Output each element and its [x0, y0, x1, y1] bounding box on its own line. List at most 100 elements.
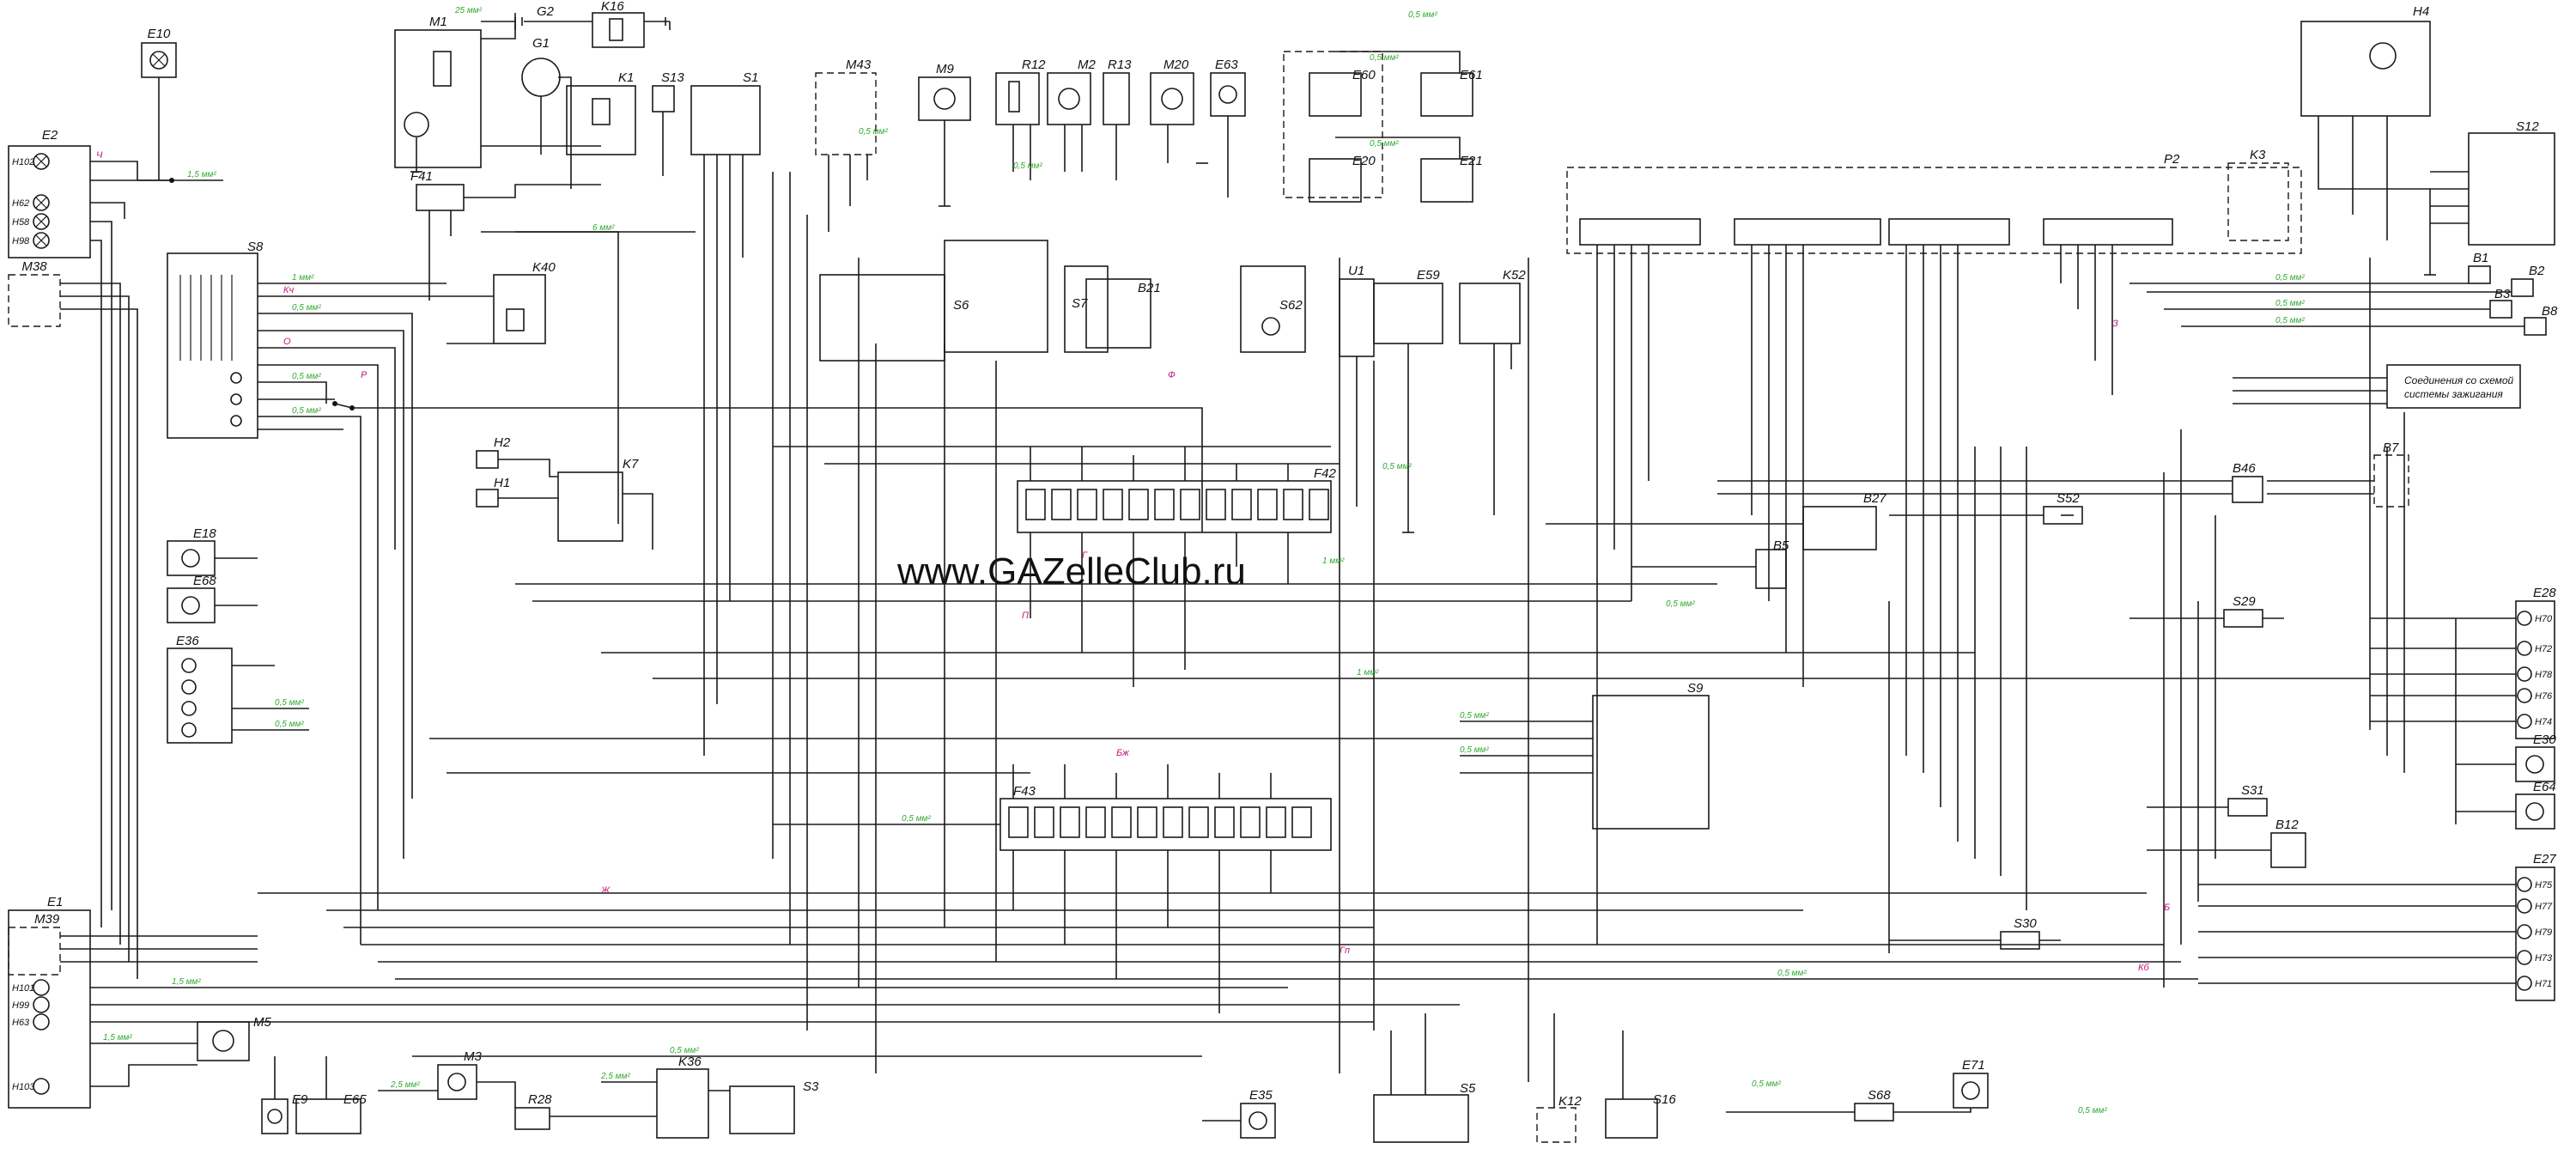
E2-box	[8, 145, 91, 258]
sec-lbl-31: 0,5 мм²	[1408, 10, 1437, 20]
M3-box	[437, 1064, 477, 1100]
label-B21: B21	[1138, 281, 1161, 295]
sec-lbl-25: 0,5 мм²	[1460, 711, 1489, 720]
col-lbl-8: Б	[2164, 903, 2170, 913]
label-B7: B7	[2383, 441, 2399, 455]
sec-lbl-19: 0,5 мм²	[859, 127, 888, 137]
B27-box	[1802, 506, 1877, 550]
col-lbl-10: Гп	[1340, 945, 1350, 956]
col-lbl-13: П	[1022, 611, 1029, 621]
label-G2: G2	[537, 4, 555, 19]
R13-box	[1103, 72, 1130, 125]
H1-box	[476, 489, 499, 508]
sec-lbl-5: 0,5 мм²	[292, 406, 321, 416]
label-E68: E68	[193, 574, 216, 588]
sec-lbl-10: 0,5 мм²	[2275, 316, 2305, 325]
label-B5: B5	[1773, 538, 1789, 553]
label-B2: B2	[2529, 264, 2545, 278]
sec-lbl-21: 0,5 мм²	[1370, 53, 1399, 63]
R28-box	[514, 1107, 550, 1130]
B5-box	[1755, 549, 1787, 589]
col-lbl-9: Ж	[600, 885, 611, 896]
K36-box	[656, 1068, 709, 1139]
sec-lbl-12: 0,5 мм²	[275, 720, 304, 729]
E61-box	[1420, 72, 1473, 117]
M43-box	[815, 72, 877, 155]
label-H70: H70	[2535, 614, 2553, 624]
label-S29: S29	[2233, 594, 2256, 609]
label-S62: S62	[1279, 298, 1303, 313]
label-P2: P2	[2164, 152, 2180, 167]
S8-box	[167, 252, 258, 439]
E28-box	[2515, 600, 2555, 739]
M5-box	[197, 1021, 250, 1061]
label-E60: E60	[1352, 68, 1376, 82]
E1-box	[8, 909, 91, 1109]
E65-box	[295, 1098, 361, 1134]
S30-box	[2000, 931, 2040, 950]
label-M5: M5	[253, 1015, 271, 1030]
label-K3: K3	[2250, 148, 2266, 162]
P2-box	[1566, 167, 2302, 254]
label-E21: E21	[1460, 154, 1483, 168]
label-K16: K16	[601, 0, 624, 14]
label-H63: H63	[12, 1018, 30, 1028]
K1-box	[566, 85, 636, 155]
sec-lbl-9: 0,5 мм²	[2275, 299, 2305, 308]
sec-lbl-29: 1 мм²	[1357, 668, 1379, 678]
label-E59: E59	[1417, 268, 1440, 283]
col-lbl-2: Кч	[283, 285, 294, 295]
label-H1: H1	[494, 476, 510, 490]
E9-box	[261, 1098, 289, 1134]
label-M2: M2	[1078, 58, 1096, 72]
label-K36: K36	[678, 1055, 702, 1069]
F41-box	[416, 184, 465, 211]
S3-box	[729, 1085, 795, 1134]
B7-box	[2373, 454, 2409, 508]
label-M39: M39	[34, 912, 60, 927]
label-H73: H73	[2535, 953, 2553, 964]
label-M9: M9	[936, 62, 954, 76]
S12-box	[2468, 132, 2555, 246]
K52-box	[1459, 283, 1521, 344]
note-line1: Соединения со схемой	[2404, 374, 2514, 386]
ignition-note-box	[2386, 364, 2521, 409]
S31-box	[2227, 798, 2268, 817]
label-H72: H72	[2535, 644, 2552, 654]
label-H75: H75	[2535, 880, 2553, 891]
sec-lbl-1: 1,5 мм²	[187, 170, 216, 179]
col-lbl-4: Р	[361, 370, 368, 380]
M39-box	[8, 927, 61, 976]
label-H98: H98	[12, 236, 30, 246]
label-H71: H71	[2535, 979, 2552, 989]
label-E20: E20	[1352, 154, 1376, 168]
F42-box	[1017, 480, 1332, 533]
B3-box	[2489, 300, 2512, 319]
E27-lamps	[2517, 877, 2532, 991]
label-H74: H74	[2535, 717, 2552, 727]
F43-box	[999, 798, 1332, 851]
label-U1: U1	[1348, 264, 1364, 278]
P2-connectors	[1579, 218, 2173, 246]
sec-lbl-18: 0,5 мм²	[1752, 1079, 1781, 1089]
label-R28: R28	[528, 1092, 552, 1107]
label-S68: S68	[1868, 1088, 1891, 1103]
E63-box	[1210, 72, 1246, 117]
S7-box	[1064, 265, 1109, 353]
E71-box	[1953, 1073, 1989, 1109]
note-line2: системы зажигания	[2404, 388, 2503, 400]
M9-box	[918, 76, 971, 121]
sec-lbl-6: 25 мм²	[454, 6, 483, 15]
label-B12: B12	[2275, 818, 2299, 832]
sec-lbl-24: 0,5 мм²	[1666, 599, 1695, 609]
label-B8: B8	[2542, 304, 2558, 319]
M20-box	[1150, 72, 1194, 125]
E64-box	[2515, 793, 2555, 830]
B8-box	[2524, 317, 2547, 336]
S1-box	[690, 85, 761, 155]
sec-lbl-26: 0,5 мм²	[1460, 745, 1489, 755]
label-E18: E18	[193, 526, 216, 541]
M2-box	[1047, 72, 1091, 125]
sec-lbl-15: 1,5 мм²	[103, 1033, 132, 1043]
